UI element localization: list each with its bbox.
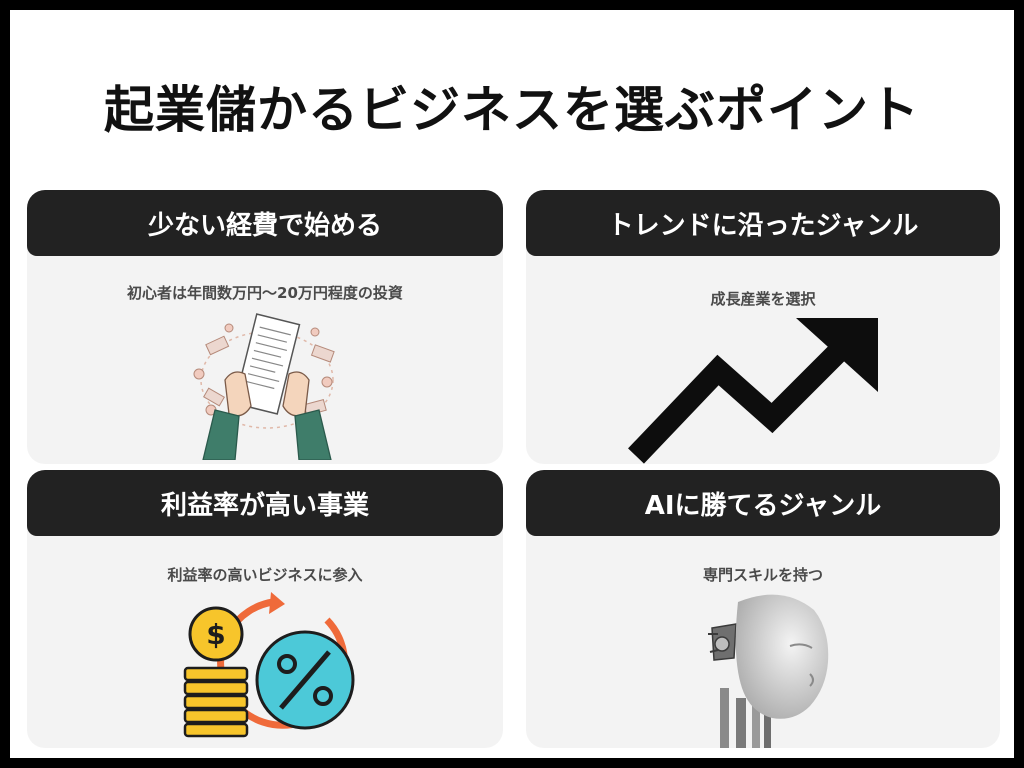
card-subtitle: 初心者は年間数万円〜20万円程度の投資 [127,284,403,302]
card-high-margin: 利益率が高い事業 利益率の高いビジネスに参入 $ [27,470,503,748]
card-header: 少ない経費で始める [27,190,503,256]
card-subtitle: 成長産業を選択 [710,290,816,308]
card-low-cost: 少ない経費で始める 初心者は年間数万円〜20万円程度の投資 [27,190,503,464]
robot-head-icon [708,594,829,748]
card-header: トレンドに沿ったジャンル [526,190,1000,256]
trend-up-arrow-icon [628,318,878,464]
svg-text:$: $ [206,618,225,651]
hands-receipt-money-icon [193,313,335,460]
card-ai-proof: AIに勝てるジャンル 専門スキルを持つ [526,470,1000,748]
card-title: 利益率が高い事業 [160,490,369,521]
card-trend-genre: トレンドに沿ったジャンル 成長産業を選択 [526,190,1000,464]
card-header: 利益率が高い事業 [27,470,503,536]
coins-percent-icon: $ [183,592,355,738]
page-title: 起業儲かるビジネスを選ぶポイント [104,81,920,139]
page-frame: 起業儲かるビジネスを選ぶポイント 少ない経費で始める 初心者は年間数万円〜20万… [10,10,1014,758]
card-title: トレンドに沿ったジャンル [607,210,919,241]
card-header: AIに勝てるジャンル [526,470,1000,536]
card-title: AIに勝てるジャンル [644,490,882,521]
card-subtitle: 専門スキルを持つ [702,566,823,584]
card-title: 少ない経費で始める [147,210,382,241]
card-subtitle: 利益率の高いビジネスに参入 [167,566,363,584]
